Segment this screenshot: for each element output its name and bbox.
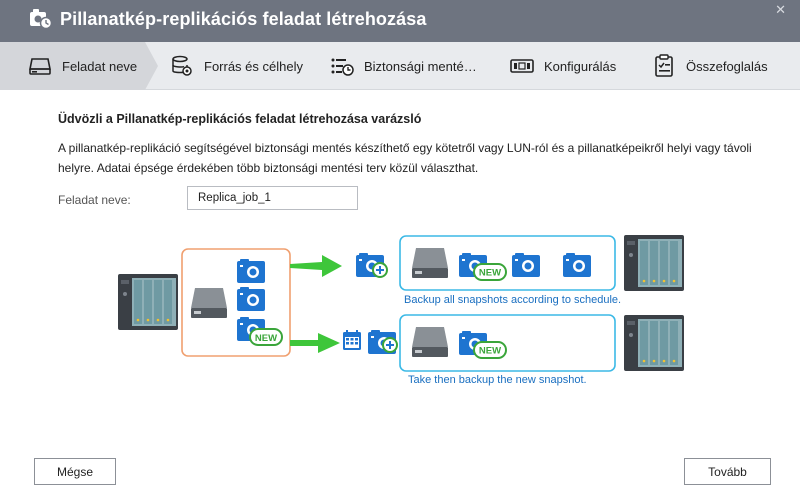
step-configure[interactable]: Konfigurálás (510, 42, 616, 90)
step-label: Összefoglalás (686, 58, 768, 74)
source-disk-icon (191, 288, 227, 318)
step-backup[interactable]: Biztonsági menté… (330, 42, 477, 90)
schedule-list-icon (331, 58, 354, 76)
new-badge (473, 263, 507, 281)
new-badge-text: NEW (479, 346, 501, 357)
arrow-icon (290, 255, 342, 277)
new-badge (473, 341, 507, 359)
snapshot-icon (459, 253, 487, 277)
snapshot-icon (237, 287, 265, 311)
snapshot-icon (563, 253, 591, 277)
title-bar: Pillanatkép-replikációs feladat létrehoz… (0, 0, 800, 42)
step-source-destination[interactable]: Forrás és célhely (170, 42, 303, 90)
new-badge-text: NEW (255, 333, 277, 344)
clipboard-icon (655, 54, 673, 77)
next-button[interactable]: Tovább (684, 458, 771, 485)
step-label: Forrás és célhely (204, 58, 303, 74)
snapshot-icon (512, 253, 540, 277)
gear-database-icon (172, 55, 192, 76)
disk-icon (29, 58, 51, 75)
task-name-label: Feladat neve: (58, 193, 131, 207)
new-badge (249, 328, 283, 346)
add-snapshot-icon (368, 330, 396, 354)
snapshot-icon (237, 259, 265, 283)
new-badge-text: NEW (479, 268, 501, 279)
target-box-bottom (399, 314, 616, 372)
destination-nas-icon (624, 235, 684, 291)
calendar-icon (343, 330, 361, 350)
step-label: Konfigurálás (544, 58, 617, 74)
cancel-button[interactable]: Mégse (34, 458, 116, 485)
target-disk-icon (412, 327, 448, 357)
config-icon (510, 59, 534, 73)
destination-nas-icon (624, 315, 684, 371)
close-icon[interactable]: ✕ (775, 2, 786, 17)
step-task-name[interactable]: Feladat neve (28, 42, 137, 90)
arrow-icon (290, 333, 340, 353)
task-name-input[interactable] (187, 186, 358, 210)
wizard-heading: Üdvözli a Pillanatkép-replikációs felada… (58, 112, 422, 126)
source-nas-icon (118, 274, 178, 330)
step-label: Feladat neve (62, 58, 138, 74)
caption-backup-new: Take then backup the new snapshot. (408, 374, 587, 386)
active-step-highlight (0, 42, 158, 90)
step-summary[interactable]: Összefoglalás (652, 42, 768, 90)
snapshot-icon (237, 317, 265, 341)
step-label: Biztonsági menté… (364, 58, 477, 74)
source-box (181, 248, 291, 357)
snapshot-icon (459, 331, 487, 355)
target-disk-icon (412, 248, 448, 278)
target-box-top (399, 235, 616, 291)
wizard-step-bar: Feladat neve Forrás és célhely Biztonság… (0, 42, 800, 90)
caption-backup-all: Backup all snapshots according to schedu… (404, 294, 622, 306)
add-snapshot-icon (356, 253, 384, 277)
snapshot-app-icon (30, 9, 52, 29)
wizard-description: A pillanatkép-replikáció segítségével bi… (58, 141, 752, 175)
window-title: Pillanatkép-replikációs feladat létrehoz… (60, 9, 427, 29)
